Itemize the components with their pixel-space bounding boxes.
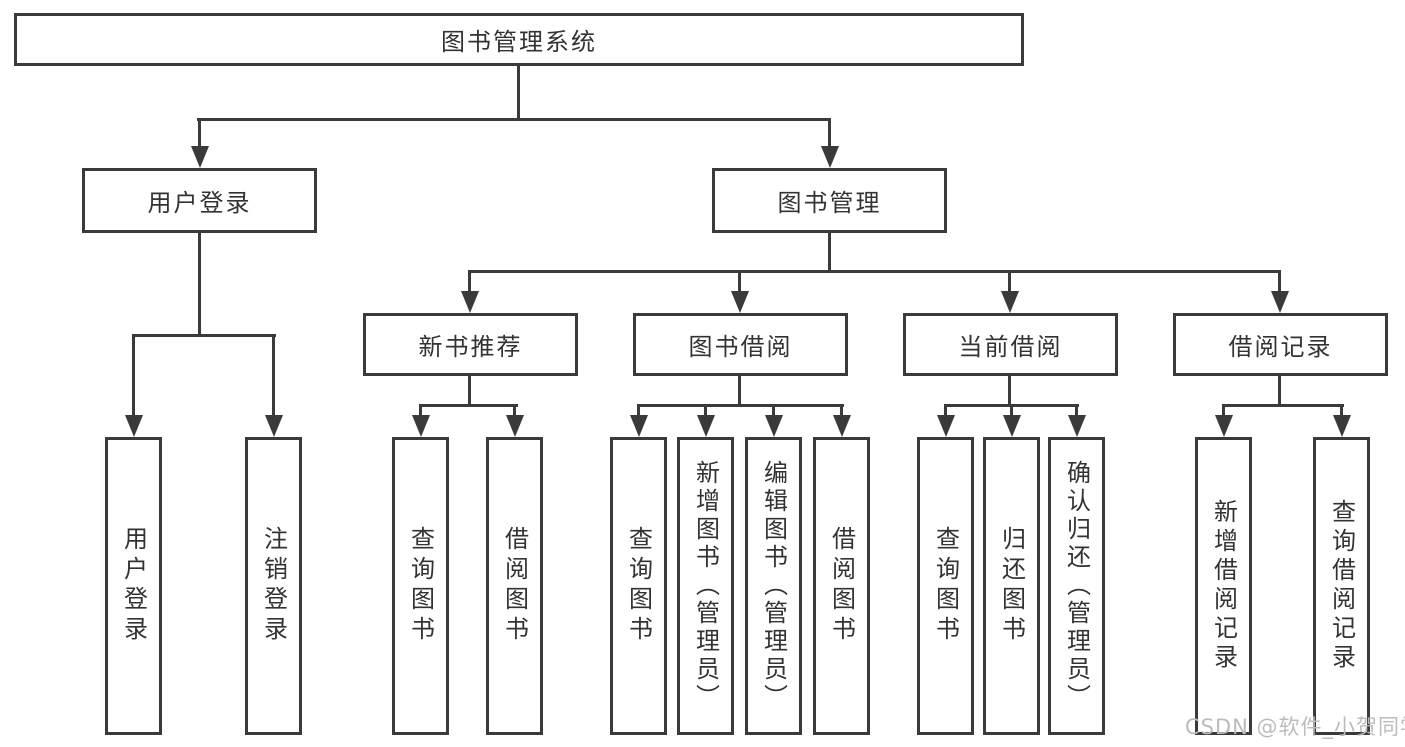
connector-line bbox=[828, 232, 831, 273]
arrowhead-down-icon bbox=[1215, 415, 1233, 437]
connector-line bbox=[197, 118, 831, 121]
arrowhead-down-icon bbox=[821, 146, 839, 168]
arrowhead-down-icon bbox=[191, 146, 209, 168]
arrowhead-down-icon bbox=[630, 415, 648, 437]
leaf-return-books: 归还图书 bbox=[983, 437, 1040, 735]
connector-line bbox=[1222, 404, 1344, 407]
connector-line bbox=[637, 404, 844, 407]
arrowhead-down-icon bbox=[1003, 415, 1021, 437]
connector-line bbox=[468, 376, 471, 407]
connector-line bbox=[132, 334, 135, 419]
connector-line bbox=[419, 404, 422, 419]
leaf-query-books-recommend: 查询图书 bbox=[392, 437, 449, 735]
connector-line bbox=[1340, 404, 1343, 419]
connector-line bbox=[468, 270, 1281, 273]
arrowhead-down-icon bbox=[461, 291, 479, 313]
node-current-borrowing: 当前借阅 bbox=[903, 313, 1118, 376]
arrowhead-down-icon bbox=[937, 415, 955, 437]
node-book-management: 图书管理 bbox=[712, 168, 947, 233]
node-borrowing-records: 借阅记录 bbox=[1173, 313, 1388, 376]
connector-line bbox=[1222, 404, 1225, 419]
connector-line bbox=[517, 64, 520, 121]
leaf-query-books-current: 查询图书 bbox=[917, 437, 974, 735]
connector-line bbox=[1075, 404, 1078, 419]
arrowhead-down-icon bbox=[125, 415, 143, 437]
connector-line bbox=[1278, 376, 1281, 407]
connector-line bbox=[419, 404, 518, 407]
leaf-add-books-admin: 新增图书（管理员） bbox=[677, 437, 734, 735]
csdn-watermark: CSDN @软件_小贺同学 bbox=[1185, 715, 1405, 739]
connector-line bbox=[944, 404, 947, 419]
connector-line bbox=[198, 118, 201, 150]
connector-line bbox=[1008, 270, 1011, 295]
connector-line bbox=[468, 270, 471, 295]
leaf-confirm-return-admin: 确认归还（管理员） bbox=[1048, 437, 1105, 735]
arrowhead-down-icon bbox=[1001, 291, 1019, 313]
connector-line bbox=[840, 404, 843, 419]
arrowhead-down-icon bbox=[412, 415, 430, 437]
node-root-library-system: 图书管理系统 bbox=[14, 13, 1024, 66]
arrowhead-down-icon bbox=[833, 415, 851, 437]
arrowhead-down-icon bbox=[731, 291, 749, 313]
connector-line bbox=[1278, 270, 1281, 295]
leaf-add-borrow-record: 新增借阅记录 bbox=[1195, 437, 1252, 735]
arrowhead-down-icon bbox=[1333, 415, 1351, 437]
connector-line bbox=[1010, 404, 1013, 419]
connector-line bbox=[513, 404, 516, 419]
arrowhead-down-icon bbox=[506, 415, 524, 437]
connector-line bbox=[738, 376, 741, 407]
arrowhead-down-icon bbox=[265, 415, 283, 437]
leaf-borrow-books-recommend: 借阅图书 bbox=[486, 437, 543, 735]
leaf-query-borrow-record: 查询借阅记录 bbox=[1313, 437, 1370, 735]
node-user-login: 用户登录 bbox=[82, 168, 317, 233]
arrowhead-down-icon bbox=[1271, 291, 1289, 313]
node-book-borrowing: 图书借阅 bbox=[633, 313, 848, 376]
connector-line bbox=[738, 270, 741, 295]
arrowhead-down-icon bbox=[697, 415, 715, 437]
connector-line bbox=[772, 404, 775, 419]
connector-line bbox=[198, 232, 201, 337]
leaf-borrow-books: 借阅图书 bbox=[813, 437, 870, 735]
connector-line bbox=[637, 404, 640, 419]
arrowhead-down-icon bbox=[765, 415, 783, 437]
connector-line bbox=[704, 404, 707, 419]
leaf-user-login: 用户登录 bbox=[105, 437, 162, 735]
arrowhead-down-icon bbox=[1068, 415, 1086, 437]
connector-line bbox=[1008, 376, 1011, 407]
leaf-query-books-borrowing: 查询图书 bbox=[610, 437, 667, 735]
connector-line bbox=[828, 118, 831, 150]
connector-line bbox=[132, 334, 276, 337]
connector-line bbox=[272, 334, 275, 419]
node-new-book-recommendation: 新书推荐 bbox=[363, 313, 578, 376]
leaf-edit-books-admin: 编辑图书（管理员） bbox=[745, 437, 802, 735]
leaf-logout: 注销登录 bbox=[245, 437, 302, 735]
